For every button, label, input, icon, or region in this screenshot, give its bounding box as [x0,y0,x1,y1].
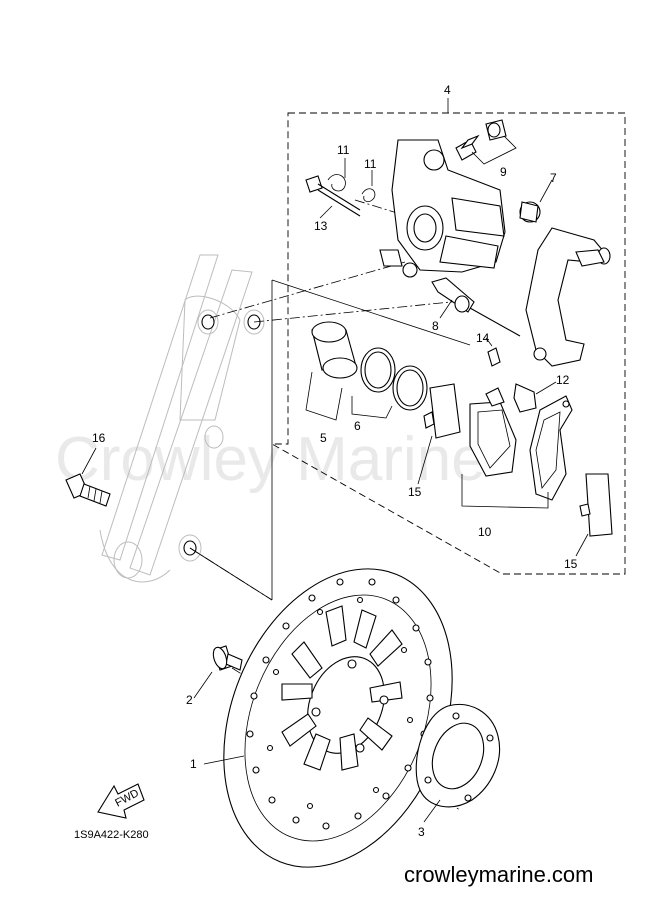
pad-shim-inner [423,383,461,439]
callout-4: 4 [444,83,451,97]
disc-bolt [212,645,243,671]
callout-7: 7 [550,171,557,185]
forward-direction-arrow: FWD [97,783,145,819]
disc-carrier-slots [281,605,403,771]
callout-11b: 11 [364,157,377,171]
caliper-assembly-boundary [270,98,626,575]
site-url: crowleymarine.com [404,862,594,887]
callout-1: 1 [190,757,197,771]
pad-bracket-lead [461,474,549,509]
brake-pad-outer [529,395,573,501]
front-fork-outline [99,254,265,583]
drawing-code: 1S9A422-K280 [74,829,149,841]
callout-6: 6 [354,419,361,433]
caliper-body [379,139,506,278]
callout-10: 10 [478,525,492,539]
piston-seals [305,347,428,421]
pad-shim-outer [579,473,613,537]
bracket-boot [519,179,553,223]
pad-spring [485,337,557,413]
disc-bolt-holes [311,659,389,753]
caliper-piston [311,321,358,379]
callout-8: 8 [432,319,439,333]
caliper-bracket [525,227,611,367]
callout-12: 12 [556,373,570,387]
bleed-screw-and-cap [455,119,517,165]
callout-13: 13 [314,219,328,233]
watermark: Crowley Marine [55,425,486,494]
callout-2: 2 [186,693,193,707]
mounting-bolt [65,447,111,507]
callout-5: 5 [320,431,327,445]
brake-disc [223,568,453,868]
slide-pin [431,277,521,337]
callout-16: 16 [92,431,106,445]
callout-9: 9 [500,165,507,179]
callout-11a: 11 [337,143,350,157]
callout-3: 3 [418,825,425,839]
callout-leaders [193,435,589,823]
brake-pad-inner [469,387,517,477]
disc-spacer-plate [415,704,500,808]
pad-pin-and-clips [305,158,376,219]
callout-15a: 15 [408,485,422,499]
callout-14: 14 [476,331,490,345]
callout-15b: 15 [564,557,578,571]
